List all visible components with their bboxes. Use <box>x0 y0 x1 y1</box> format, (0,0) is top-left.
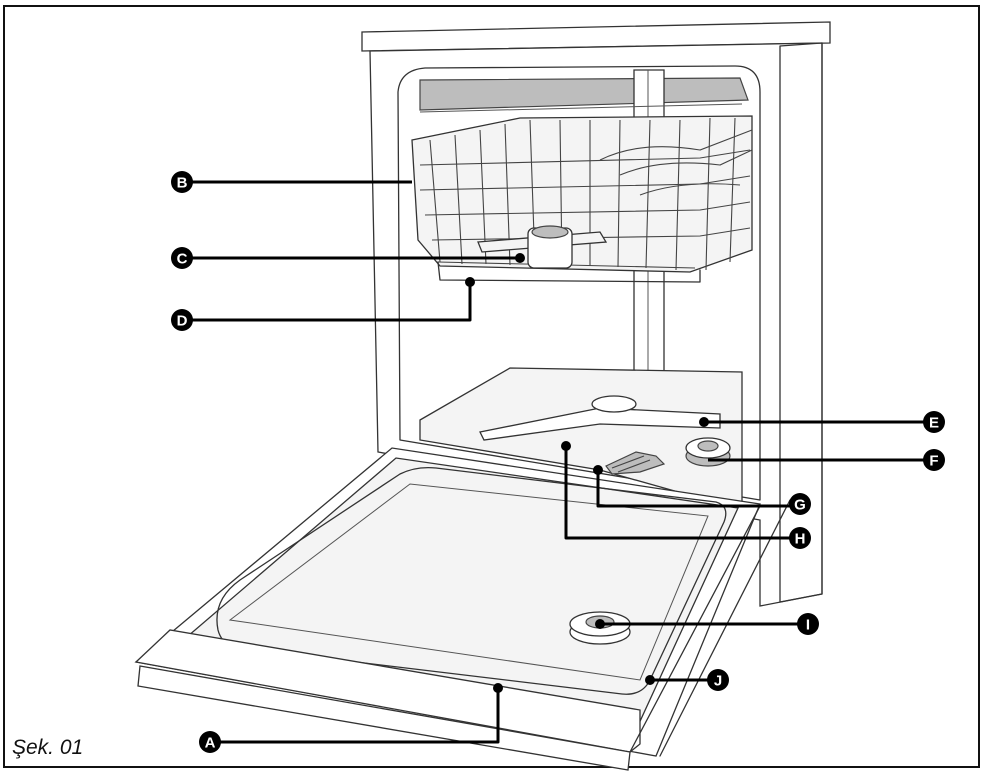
callout-i: I <box>797 613 819 635</box>
leader-g <box>596 470 796 508</box>
figure-caption: Şek. 01 <box>12 736 84 759</box>
leader-a <box>218 688 500 744</box>
tub-ceiling <box>419 77 749 111</box>
leader-h <box>564 446 796 540</box>
callout-c: C <box>171 247 193 269</box>
worktop <box>361 21 831 52</box>
tub-opening <box>397 65 761 501</box>
door <box>134 447 791 771</box>
callout-j: J <box>707 669 729 691</box>
leader-d <box>188 282 472 322</box>
callout-b: B <box>171 171 193 193</box>
figure-frame <box>3 5 980 768</box>
upper-basket <box>411 115 753 283</box>
callout-label: H <box>795 531 806 548</box>
side-panel <box>779 42 823 603</box>
callout-label: E <box>929 415 939 432</box>
leader-lines <box>188 180 930 744</box>
callout-e: E <box>923 411 945 433</box>
lower-spray-arm <box>479 395 721 441</box>
callout-g: G <box>789 493 811 515</box>
filters <box>605 451 666 475</box>
dishwasher-illustration <box>134 21 831 771</box>
callout-label: I <box>806 617 810 634</box>
upper-spray-arm <box>477 225 608 269</box>
callout-label: C <box>177 251 188 268</box>
callout-h: H <box>789 527 811 549</box>
callout-f: F <box>923 449 945 471</box>
callout-label: A <box>205 735 216 752</box>
callout-label: F <box>929 453 938 470</box>
salt-container <box>685 437 731 467</box>
callout-label: D <box>177 313 188 330</box>
callout-d: D <box>171 309 193 331</box>
callout-label: B <box>177 175 188 192</box>
callout-label: J <box>714 673 722 690</box>
callout-label: G <box>794 497 806 514</box>
callout-a: A <box>199 731 221 753</box>
